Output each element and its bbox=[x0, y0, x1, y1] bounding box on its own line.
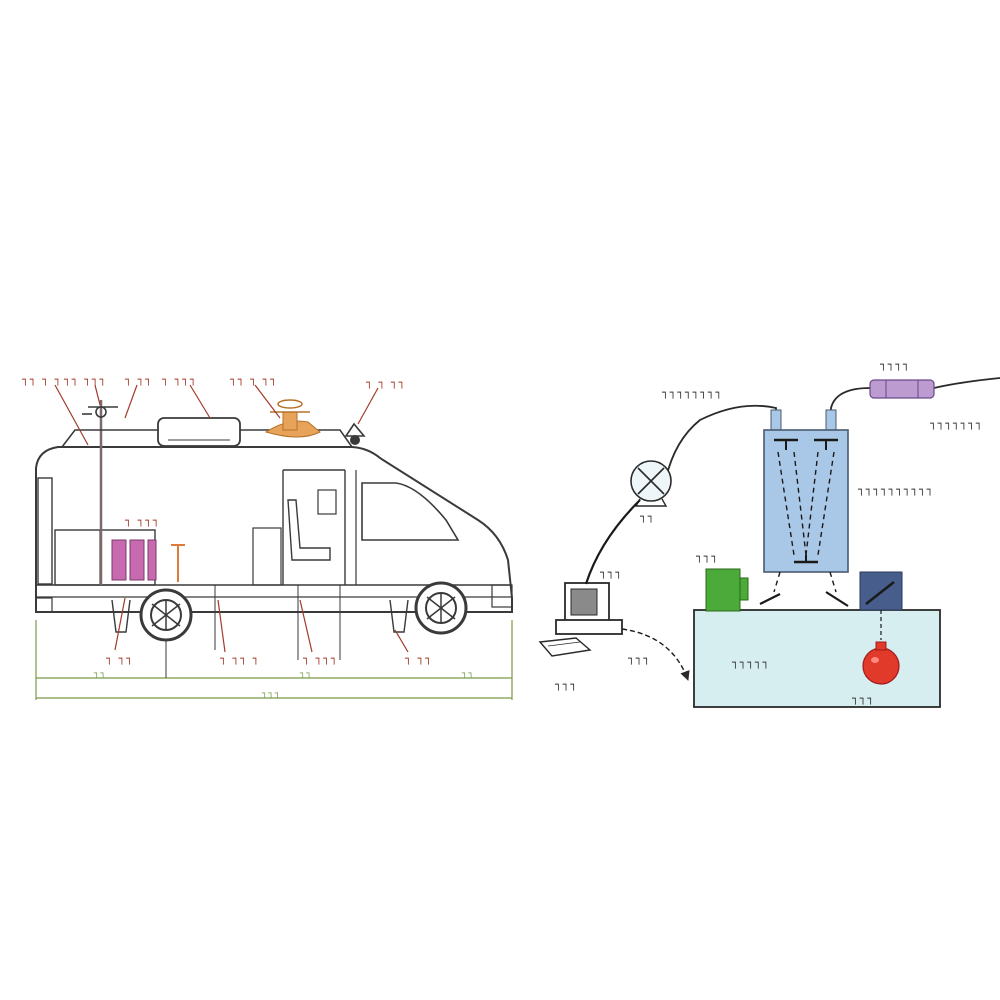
roof-equipment bbox=[61, 399, 366, 448]
sampling-probe bbox=[171, 544, 185, 582]
gas-tubing bbox=[665, 377, 1000, 479]
signal-label: ┐┐┐ bbox=[628, 652, 651, 665]
spectrometer-label: ┐┐┐┐┐ bbox=[732, 656, 770, 669]
detector-icon bbox=[705, 568, 749, 612]
filter-label: ┐┐┐┐ bbox=[880, 358, 911, 371]
ground-label: ┐┐ bbox=[299, 669, 313, 679]
seat bbox=[287, 499, 331, 561]
control-cable bbox=[584, 499, 641, 585]
callout-label: ┐ ┐┐┐ bbox=[162, 373, 197, 386]
wind-sensor bbox=[82, 406, 118, 418]
antenna-icon bbox=[344, 422, 366, 445]
source-label: ┐┐┐ bbox=[852, 692, 875, 705]
instrument-rack bbox=[111, 539, 157, 581]
callout-label: ┐┐ ┐┐┐ bbox=[64, 373, 107, 386]
rack-label: ┐ ┐┐┐ bbox=[125, 514, 160, 527]
ground-label: ┐┐ bbox=[461, 669, 475, 679]
fold-mirrors bbox=[759, 591, 849, 607]
side-door bbox=[252, 527, 282, 586]
interior-window bbox=[317, 489, 337, 515]
mirror-box bbox=[859, 571, 903, 611]
callout-leaders bbox=[54, 384, 409, 653]
spectrometer-bench bbox=[693, 609, 941, 708]
leveling-jacks bbox=[111, 599, 409, 633]
signal-arrow bbox=[621, 628, 690, 681]
inlet-label: ┐┐┐┐┐┐┐┐ bbox=[662, 386, 723, 399]
dimension-lines bbox=[35, 620, 513, 700]
pump-label: ┐┐ bbox=[640, 510, 655, 523]
callout-label: ┐ ┐┐ bbox=[125, 373, 153, 386]
cell-ports bbox=[770, 409, 837, 433]
pump-icon bbox=[630, 460, 672, 507]
filter-icon bbox=[869, 379, 935, 399]
front-wheel bbox=[414, 581, 468, 635]
callout-label: ┐ ┐┐┐ bbox=[303, 652, 338, 665]
callout-label: ┐┐ ┐ ┐┐ bbox=[230, 373, 278, 386]
callout-label: ┐┐ ┐ ┐ bbox=[22, 373, 62, 386]
computer-label: ┐┐┐ bbox=[555, 678, 578, 691]
length-label: ┐┐┐ bbox=[261, 689, 281, 699]
outlet-label: ┐┐┐┐┐┐┐ bbox=[930, 417, 983, 430]
weather-station-icon bbox=[264, 399, 321, 438]
computer-icon bbox=[538, 582, 623, 657]
rear-panel bbox=[37, 477, 53, 585]
rear-wheel bbox=[139, 588, 193, 642]
detector-label: ┐┐┐ bbox=[696, 550, 719, 563]
callout-label: ┐ ┐ ┐┐ bbox=[366, 376, 406, 389]
ground-label: ┐┐ bbox=[93, 669, 107, 679]
callout-label: ┐ ┐┐ bbox=[405, 652, 433, 665]
roof-ac-unit bbox=[157, 417, 241, 447]
light-source-icon bbox=[862, 610, 900, 685]
callout-label: ┐ ┐┐ bbox=[106, 652, 134, 665]
cell-label: ┐┐┐┐┐┐┐┐┐┐ bbox=[858, 483, 934, 496]
gas-cell bbox=[763, 429, 849, 593]
callout-label: ┐ ┐┐ ┐ bbox=[220, 652, 260, 665]
vertical-leaders bbox=[165, 585, 341, 678]
cable-label: ┐┐┐ bbox=[600, 566, 623, 579]
windshield bbox=[361, 482, 460, 541]
